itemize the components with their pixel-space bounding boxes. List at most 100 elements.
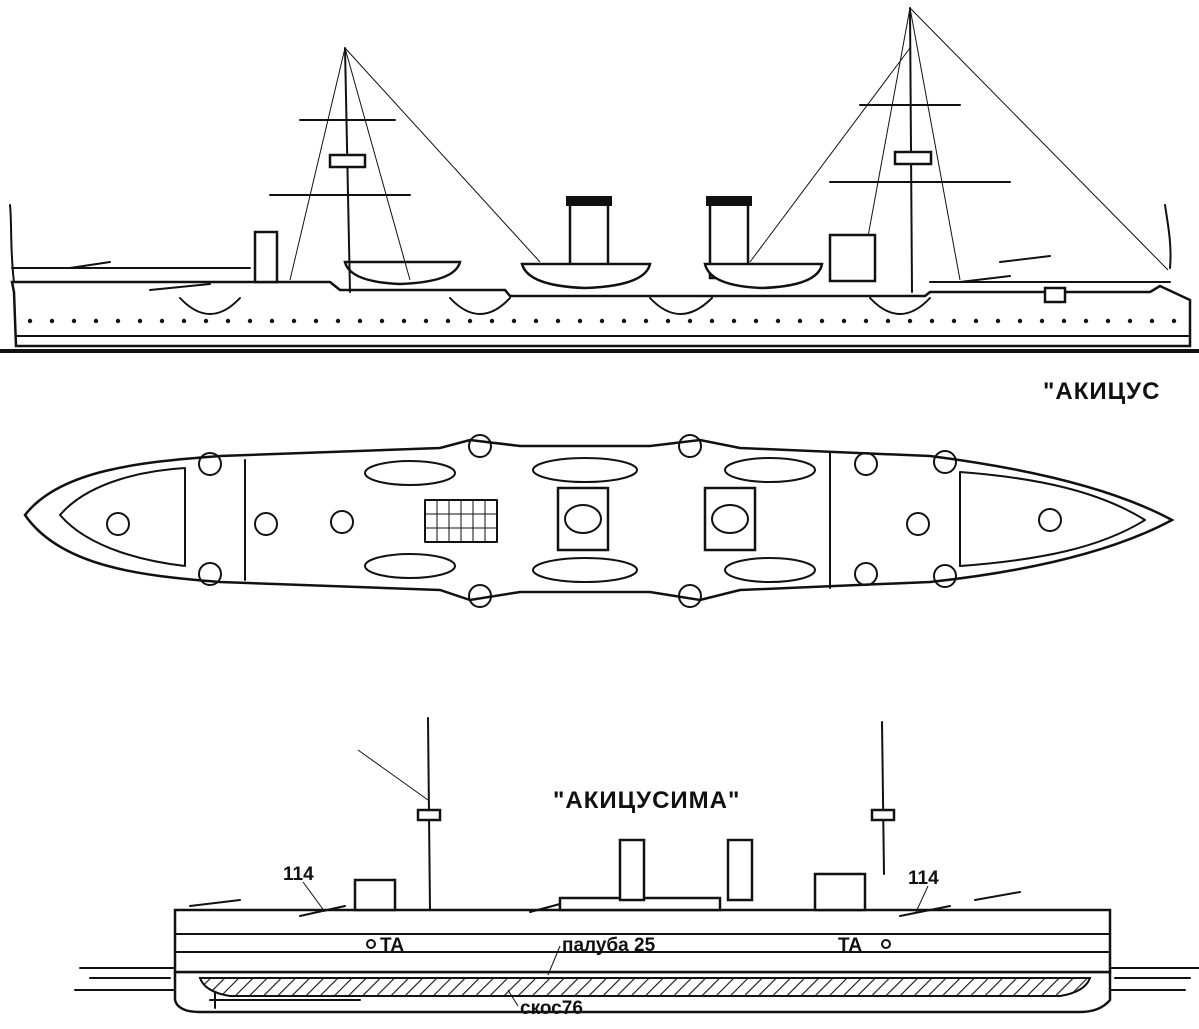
boat-2 bbox=[520, 262, 652, 290]
porthole bbox=[929, 318, 935, 324]
main-stay bbox=[749, 47, 911, 263]
porthole bbox=[973, 318, 979, 324]
profile-view-bottom bbox=[74, 717, 1199, 1014]
boat-3 bbox=[703, 262, 824, 290]
porthole bbox=[489, 318, 495, 324]
sponson-2 bbox=[449, 297, 511, 315]
porthole bbox=[93, 318, 99, 324]
porthole bbox=[511, 318, 517, 324]
gun-mount bbox=[1038, 508, 1062, 532]
porthole bbox=[225, 318, 231, 324]
top-title: "АКИЦУС bbox=[1043, 378, 1160, 405]
label-torpedo-right: ТА bbox=[838, 935, 862, 956]
porthole bbox=[951, 318, 957, 324]
porthole bbox=[533, 318, 539, 324]
funnel-aft-cap bbox=[706, 196, 752, 206]
boat-plan-3 bbox=[532, 457, 638, 483]
mainmast-top bbox=[870, 808, 896, 822]
porthole bbox=[379, 318, 385, 324]
porthole bbox=[1149, 318, 1155, 324]
porthole bbox=[907, 318, 913, 324]
fore-bridge bbox=[253, 230, 279, 284]
mainmast bbox=[909, 7, 913, 293]
main-backstay bbox=[909, 7, 1169, 271]
porthole bbox=[335, 318, 341, 324]
funnel-aft-bottom bbox=[726, 838, 754, 902]
porthole bbox=[137, 318, 143, 324]
gun-mount bbox=[854, 562, 878, 586]
fore-shroud-1 bbox=[289, 47, 346, 281]
porthole bbox=[665, 318, 671, 324]
gun-mount bbox=[678, 584, 702, 608]
main-shroud-2 bbox=[909, 7, 961, 281]
hull-top bbox=[10, 280, 1192, 348]
funnel-fore-plan-casing bbox=[556, 486, 610, 552]
porthole bbox=[599, 318, 605, 324]
funnel-aft-plan bbox=[711, 504, 749, 534]
gun-mount bbox=[198, 562, 222, 586]
porthole bbox=[291, 318, 297, 324]
gun-mount bbox=[906, 512, 930, 536]
propeller-shaft bbox=[209, 991, 361, 1009]
fore-top bbox=[328, 153, 367, 169]
funnel-fore-plan bbox=[564, 504, 602, 534]
fore-superstructure bbox=[353, 878, 397, 912]
sponson-4 bbox=[869, 297, 931, 315]
torpedo-tube-left bbox=[366, 939, 376, 949]
sponson-1 bbox=[179, 297, 241, 315]
label-114-left: 114 bbox=[283, 864, 314, 885]
label-slope: скос76 bbox=[520, 998, 583, 1019]
deck-plan-view bbox=[23, 434, 1175, 608]
main-top bbox=[893, 150, 933, 166]
porthole bbox=[819, 318, 825, 324]
guns-bottom bbox=[189, 891, 1021, 917]
porthole bbox=[1105, 318, 1111, 324]
gun-mount bbox=[933, 564, 957, 588]
foremast bbox=[344, 47, 351, 293]
stern-staff bbox=[1164, 204, 1172, 269]
leader-114-left bbox=[302, 881, 326, 913]
porthole bbox=[1171, 318, 1177, 324]
porthole bbox=[247, 318, 253, 324]
gun-mounts-plan bbox=[106, 434, 1062, 608]
label-deck: палуба 25 bbox=[562, 935, 656, 956]
porthole bbox=[1039, 318, 1045, 324]
fore-shroud-2 bbox=[344, 47, 411, 281]
gun-mount bbox=[678, 434, 702, 458]
porthole bbox=[467, 318, 473, 324]
gun-mount bbox=[198, 452, 222, 476]
porthole bbox=[203, 318, 209, 324]
forecastle-plan bbox=[59, 467, 186, 567]
poop-plan bbox=[959, 471, 1146, 567]
gun-mount bbox=[468, 434, 492, 458]
water-lines bbox=[74, 967, 1199, 991]
portholes-row bbox=[27, 318, 1177, 324]
porthole bbox=[423, 318, 429, 324]
guns-top bbox=[69, 255, 1051, 291]
porthole bbox=[797, 318, 803, 324]
porthole bbox=[885, 318, 891, 324]
porthole bbox=[643, 318, 649, 324]
leader-deck bbox=[547, 945, 561, 976]
boat-plan-5 bbox=[724, 457, 816, 483]
boat-plan-4 bbox=[532, 557, 638, 583]
mainmast-bottom bbox=[881, 721, 885, 875]
boat-1 bbox=[343, 260, 462, 286]
boat-plan-2 bbox=[364, 553, 456, 579]
porthole bbox=[71, 318, 77, 324]
foremast-top bbox=[416, 808, 442, 822]
leader-slope bbox=[507, 989, 519, 1007]
porthole bbox=[753, 318, 759, 324]
porthole bbox=[1061, 318, 1067, 324]
fore-stay bbox=[344, 47, 541, 263]
porthole bbox=[731, 318, 737, 324]
funnel-fore-bottom bbox=[618, 838, 646, 902]
funnel-aft-plan-casing bbox=[703, 486, 757, 552]
porthole bbox=[709, 318, 715, 324]
aft-superstructure bbox=[813, 872, 867, 912]
gun-mount bbox=[468, 584, 492, 608]
porthole bbox=[401, 318, 407, 324]
porthole bbox=[445, 318, 451, 324]
porthole bbox=[687, 318, 693, 324]
